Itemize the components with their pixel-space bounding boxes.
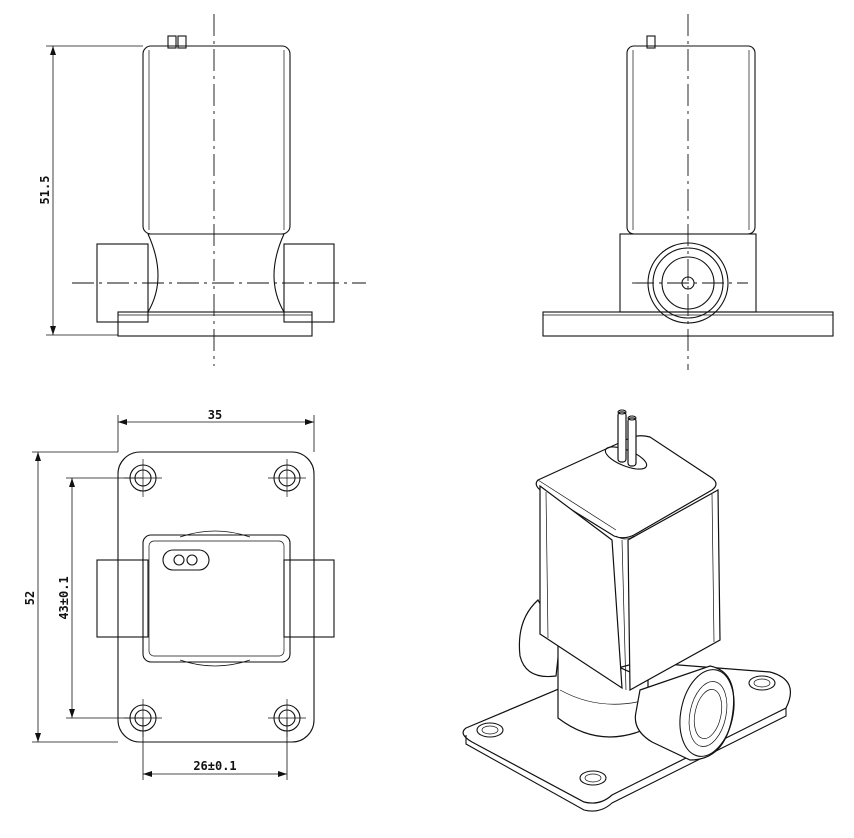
side-view (542, 14, 834, 370)
dim-front-height: 51.5 (38, 176, 52, 205)
dim-hole-pitch-horizontal: 26±0.1 (193, 759, 236, 773)
front-view (46, 14, 366, 366)
dim-top-width: 35 (208, 408, 222, 422)
dim-hole-pitch-vertical: 43±0.1 (57, 576, 71, 619)
isometric-view (462, 409, 791, 812)
dim-top-height: 52 (23, 591, 37, 605)
top-view (32, 415, 335, 780)
